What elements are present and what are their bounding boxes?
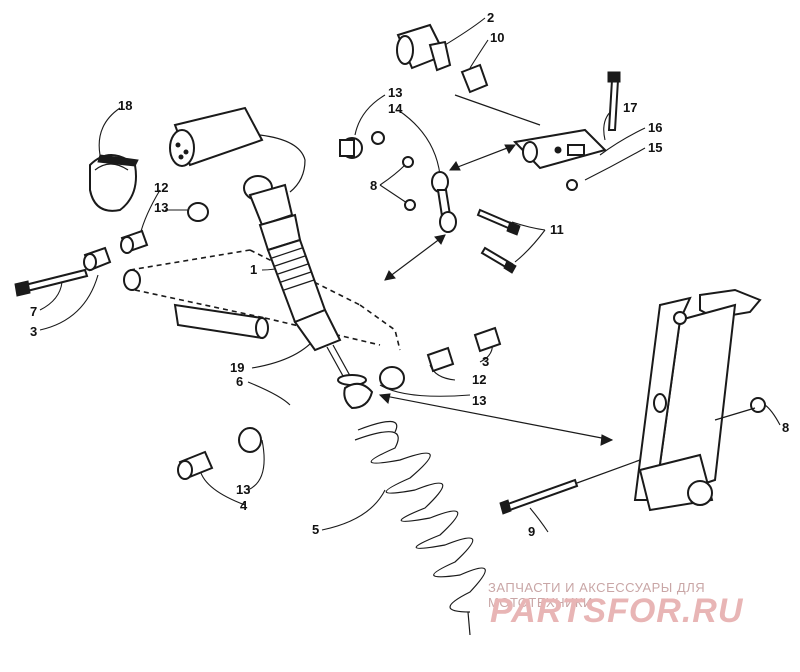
callout-3b: 3	[482, 354, 489, 369]
callout-8a: 8	[370, 178, 377, 193]
callout-15: 15	[648, 140, 662, 155]
callout-11: 11	[550, 222, 564, 237]
callout-13d: 13	[236, 482, 250, 497]
callout-2: 2	[487, 10, 494, 25]
callout-5: 5	[312, 522, 319, 537]
assembly-arrows	[378, 94, 614, 446]
reservoir-canister	[89, 106, 306, 212]
callout-7: 7	[30, 304, 37, 319]
callout-12b: 12	[472, 372, 486, 387]
callout-1: 1	[250, 262, 257, 277]
callout-14: 14	[388, 101, 403, 116]
linkage	[431, 171, 457, 233]
callout-8b: 8	[782, 420, 789, 435]
callout-13a: 13	[388, 85, 402, 100]
callout-17: 17	[623, 100, 637, 115]
spindle-knuckle	[633, 288, 762, 512]
callout-4: 4	[240, 498, 248, 513]
callout-13c: 13	[472, 393, 486, 408]
callout-16: 16	[648, 120, 662, 135]
frame-arm-dashed	[123, 249, 401, 351]
bushings	[83, 131, 766, 480]
adjuster-bracket	[396, 23, 607, 170]
watermark-logo: PARTSFOR.RU	[490, 592, 744, 630]
callout-19: 19	[230, 360, 244, 375]
coil-spring	[354, 420, 486, 636]
watermark-tagline: ЗАПЧАСТИ И АКСЕССУАРЫ ДЛЯ МОТОТЕХНИКИ	[488, 580, 706, 610]
callout-10: 10	[490, 30, 504, 45]
callout-18: 18	[118, 98, 132, 113]
bolts	[14, 71, 641, 515]
callout-labels: 2 10 18 13 14 17 16 15 8 12 13 11 1 7 3 …	[30, 10, 789, 539]
callout-3a: 3	[30, 324, 37, 339]
shock-absorber	[243, 175, 374, 410]
callout-12a: 12	[154, 180, 168, 195]
frame-tube	[173, 303, 269, 340]
callout-9: 9	[528, 524, 535, 539]
callout-13b: 13	[154, 200, 168, 215]
callout-6: 6	[236, 374, 243, 389]
